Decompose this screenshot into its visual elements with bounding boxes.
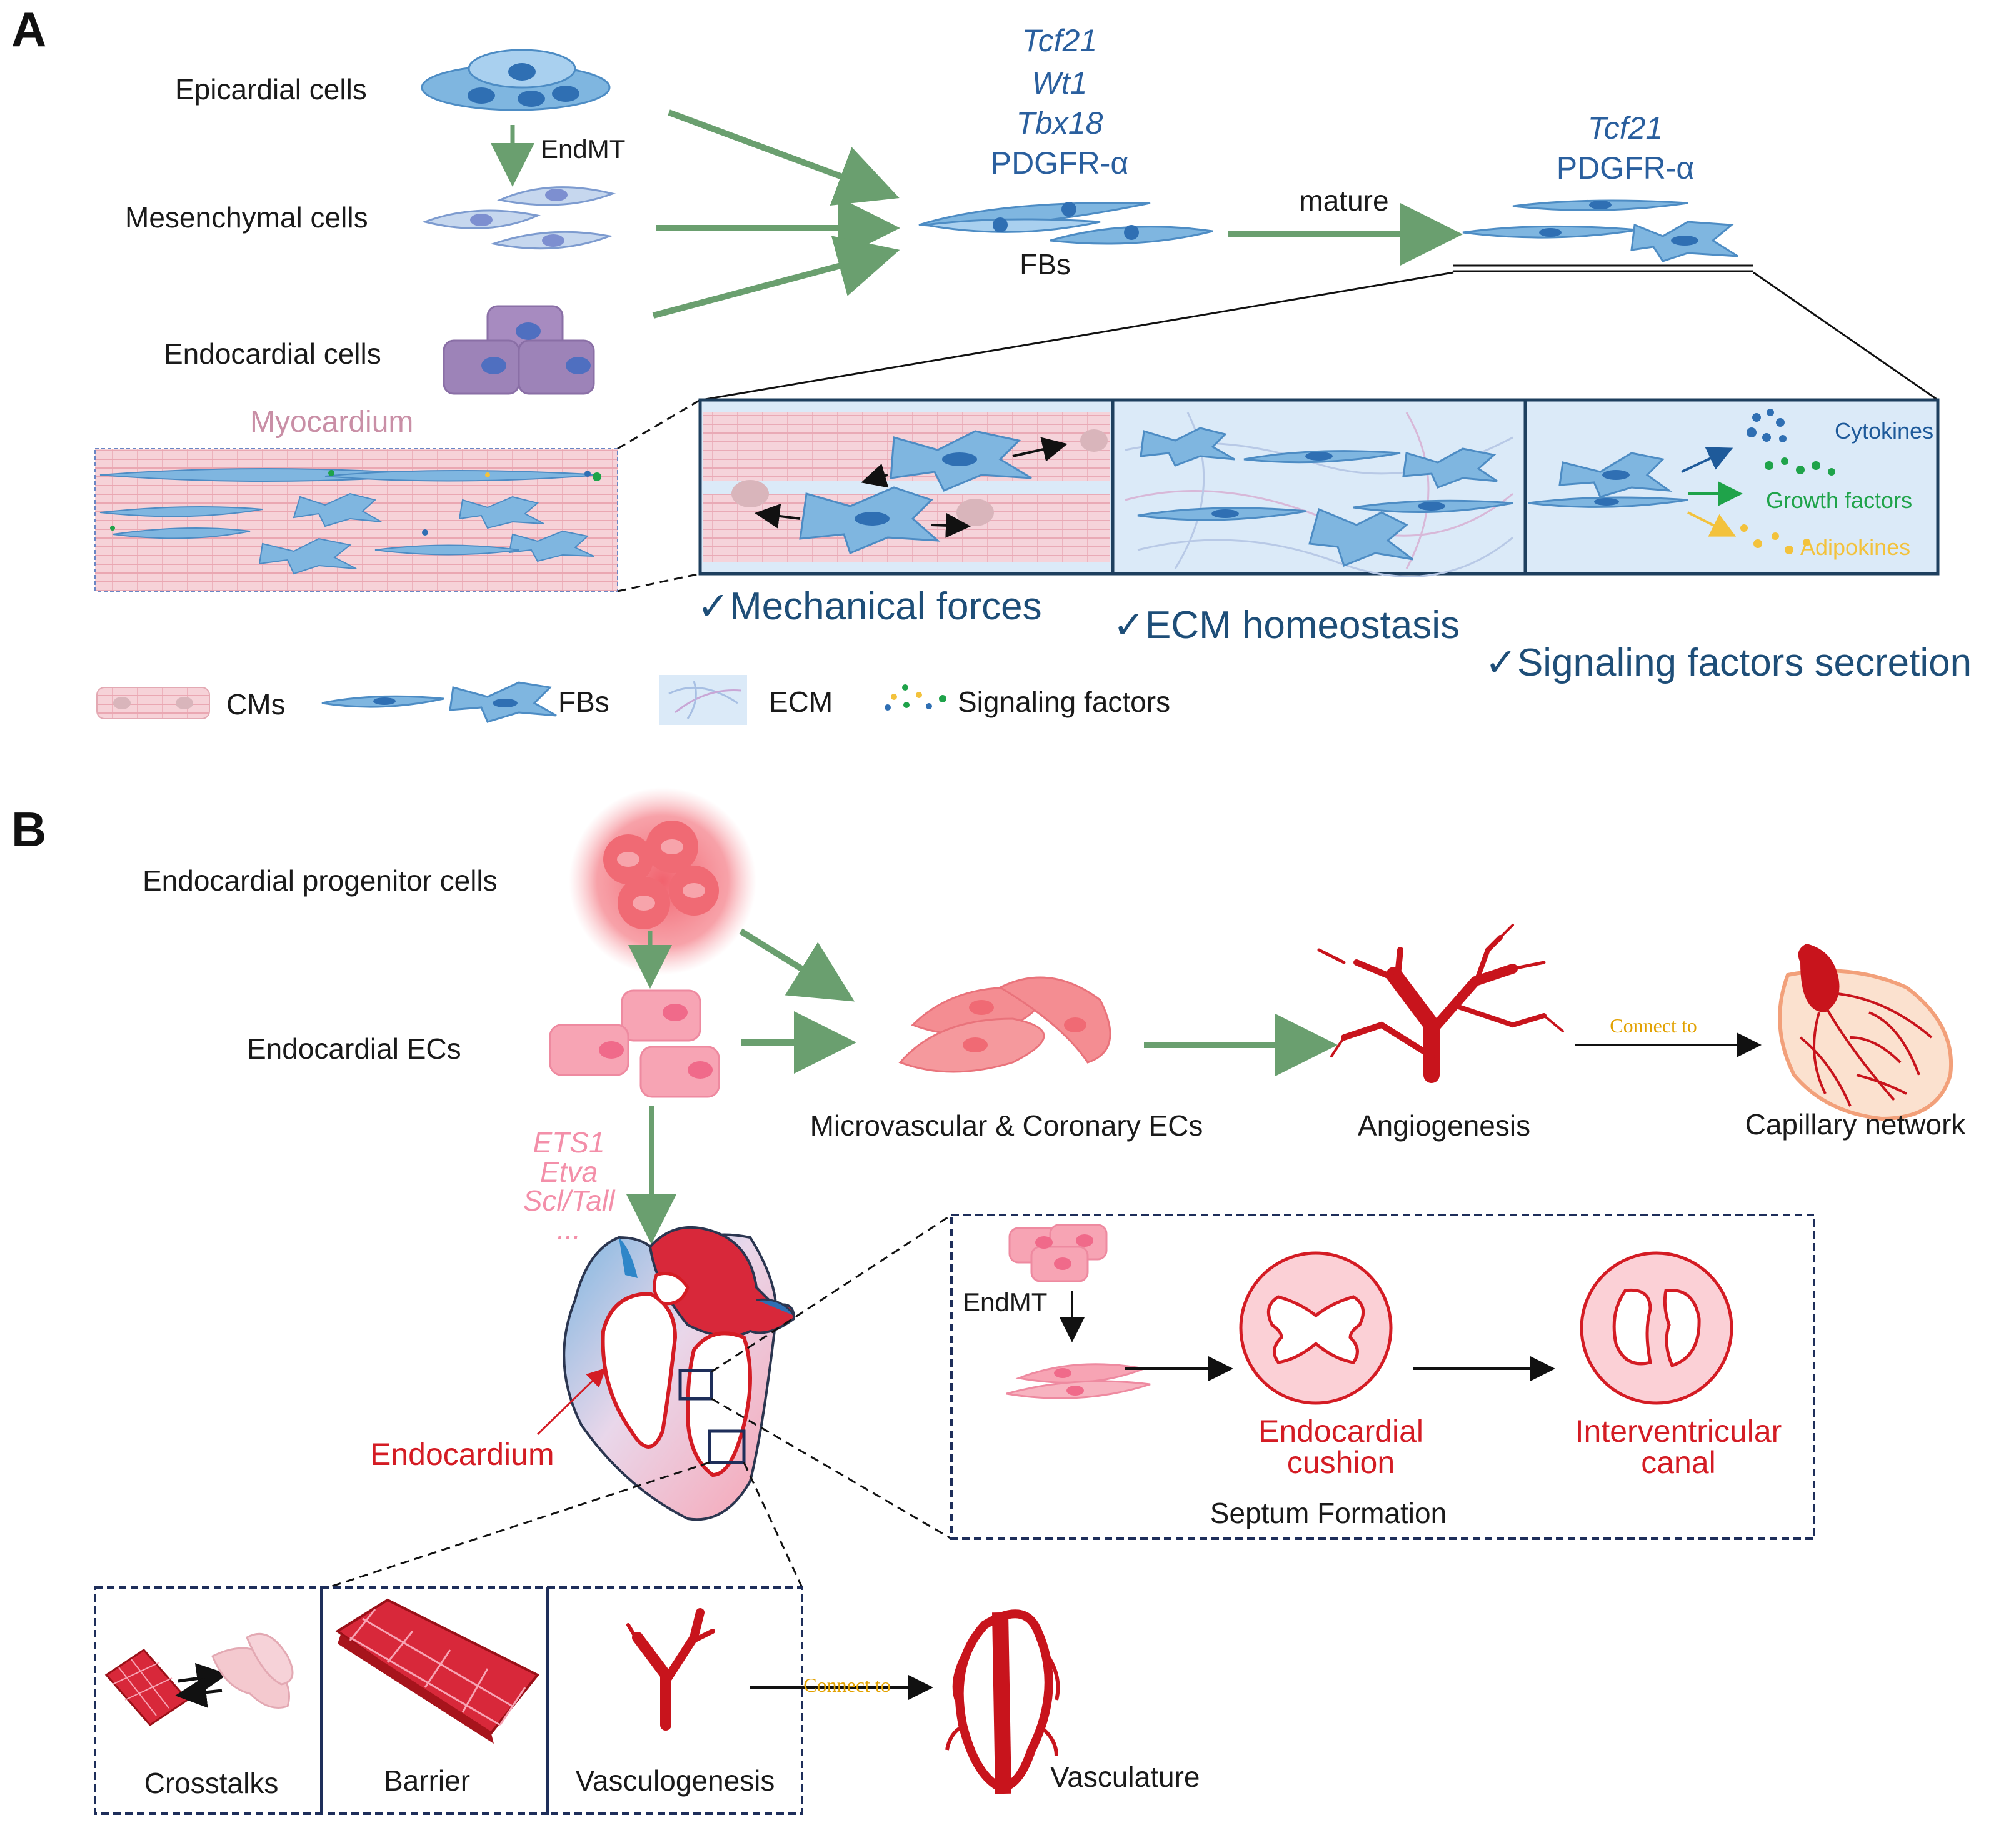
legend-ecm-label: ECM <box>769 686 833 718</box>
microvascular-label: Microvascular & Coronary ECs <box>810 1109 1203 1142</box>
endocardial-progenitor-icon <box>569 787 756 975</box>
zoom-line-left <box>701 271 1454 401</box>
myocardium-box <box>94 448 618 592</box>
tf-ets1: ETS1 <box>533 1126 605 1159</box>
legend-icons <box>96 675 946 725</box>
vasculature-label: Vasculature <box>1050 1761 1200 1793</box>
fb-marker-tbx18: Tbx18 <box>1016 106 1103 141</box>
vasculature-icon <box>945 1609 1060 1794</box>
fbs-label: FBs <box>1020 248 1071 281</box>
epicardial-cells-label: Epicardial cells <box>175 73 367 106</box>
septum-mesenchymal-cells-icon <box>1006 1363 1151 1399</box>
arrow-epi-to-fb <box>668 109 900 206</box>
panel-a-letter: A <box>11 2 47 57</box>
septum-zoom-bottom <box>711 1397 952 1540</box>
mesenchymal-cells-icon <box>421 186 616 250</box>
myocardium-zoom-top <box>617 399 701 450</box>
fbs-cluster-icon <box>918 201 1213 245</box>
canal-label-line1: Interventricular <box>1575 1414 1782 1449</box>
barrier-icon <box>335 1598 540 1744</box>
tf-scl-tall: Scl/Tall <box>523 1184 615 1217</box>
barrier-label: Barrier <box>383 1764 471 1797</box>
myocardium-zoom-bottom <box>617 572 701 592</box>
endocardial-ecs-label: Endocardial ECs <box>247 1032 461 1065</box>
ecm-homeostasis-illustration <box>1125 412 1513 577</box>
microvascular-ecs-icon <box>898 976 1111 1073</box>
adipokines-label: Adipokines <box>1800 534 1911 560</box>
fb-marker-wt1: Wt1 <box>1031 66 1088 101</box>
capillary-network-label: Capillary network <box>1745 1108 1966 1141</box>
cushion-label-line1: Endocardial <box>1258 1414 1424 1449</box>
canal-label-line2: canal <box>1641 1445 1716 1480</box>
vasculogenesis-icon <box>626 1608 715 1731</box>
endocardial-cells-icon <box>443 305 595 395</box>
epicardial-cells-icon <box>421 49 611 111</box>
panel-b-letter: B <box>11 802 47 857</box>
arrow-progenitor-to-microvascular <box>739 928 855 1002</box>
capillary-network-icon <box>1778 944 1953 1121</box>
mature-fbs-icon <box>1462 199 1738 262</box>
progenitor-label: Endocardial progenitor cells <box>143 864 498 897</box>
endocardium-pointer <box>536 1367 606 1436</box>
septum-zoom-top <box>711 1214 952 1373</box>
crosstalks-icon <box>104 1632 294 1726</box>
function-mechanical-forces: ✓Mechanical forces <box>697 585 1042 628</box>
mature-marker-tcf21: Tcf21 <box>1587 111 1663 146</box>
endmt-label-b: EndMT <box>963 1287 1048 1317</box>
mechanical-forces-illustration <box>703 412 1110 562</box>
fb-marker-pdgfra: PDGFR-α <box>990 146 1129 181</box>
signaling-secretion-illustration <box>1528 409 1835 554</box>
function-ecm-homeostasis: ✓ECM homeostasis <box>1113 604 1460 647</box>
tf-etva: Etva <box>539 1156 598 1188</box>
tf-ellipsis: ... <box>556 1213 581 1246</box>
cushion-label-line2: cushion <box>1286 1445 1395 1480</box>
legend-signaling-label: Signaling factors <box>958 686 1171 718</box>
endocardial-cushion-icon <box>1239 1251 1393 1405</box>
endocardial-cells-label: Endocardial cells <box>164 337 381 370</box>
endocardium-label: Endocardium <box>370 1437 554 1472</box>
septum-endmt-cells-icon <box>1008 1224 1108 1282</box>
growth-factors-label: Growth factors <box>1766 487 1913 513</box>
bottom-zoom-right <box>743 1462 803 1588</box>
heart-icon <box>563 1226 796 1521</box>
vasculogenesis-label: Vasculogenesis <box>575 1764 775 1797</box>
legend-cms-label: CMs <box>226 688 286 721</box>
legend-fbs-label: FBs <box>558 686 609 718</box>
cytokines-label: Cytokines <box>1835 418 1934 444</box>
angiogenesis-icon <box>1317 924 1564 1083</box>
connect-to-label-top: Connect to <box>1610 1014 1697 1037</box>
septum-formation-box <box>950 1214 1815 1540</box>
endmt-label-a: EndMT <box>541 134 626 164</box>
arrow-endo-to-fb <box>652 236 900 319</box>
septum-formation-label: Septum Formation <box>1210 1497 1447 1529</box>
function-signaling-secretion: ✓Signaling factors secretion <box>1485 641 1972 684</box>
angiogenesis-label: Angiogenesis <box>1357 1109 1531 1142</box>
connect-to-label-bottom: Connect to <box>803 1674 891 1696</box>
mature-marker-pdgfra: PDGFR-α <box>1556 151 1695 186</box>
crosstalks-label: Crosstalks <box>144 1767 279 1799</box>
myocardium-label: Myocardium <box>250 406 414 439</box>
interventricular-canal-icon <box>1580 1251 1733 1405</box>
bottom-boxes <box>94 1586 803 1815</box>
mature-label: mature <box>1299 184 1389 217</box>
fb-marker-tcf21: Tcf21 <box>1021 23 1098 58</box>
mesenchymal-cells-label: Mesenchymal cells <box>125 201 368 234</box>
bottom-zoom-left <box>328 1461 710 1589</box>
endocardial-ecs-icon <box>549 989 720 1098</box>
zoom-line-right <box>1753 271 1938 401</box>
